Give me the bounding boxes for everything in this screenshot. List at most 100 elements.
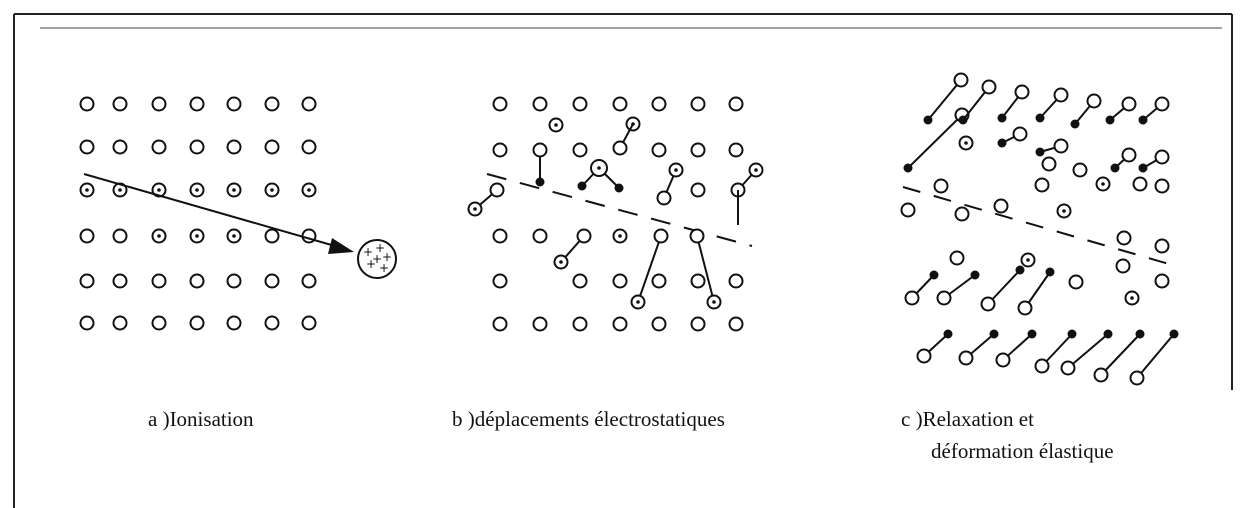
panel-c-caption-line2: déformation élastique (931, 439, 1114, 463)
atom (572, 273, 588, 289)
atom (226, 273, 242, 289)
atom (1154, 149, 1170, 165)
plus-charge: + (375, 241, 385, 255)
atom (532, 96, 548, 112)
panel-c-relaxation (900, 72, 1179, 386)
atom (1129, 370, 1145, 386)
atom (301, 315, 317, 331)
atom (576, 228, 592, 244)
atom (492, 96, 508, 112)
atom (954, 206, 970, 222)
displacement-bond (1136, 333, 1175, 379)
atom (264, 139, 280, 155)
atom (1053, 87, 1069, 103)
atom (1121, 96, 1137, 112)
panel-b-caption: b )déplacements électrostatiques (452, 407, 725, 431)
ion-track-arrow-shaft (83, 173, 336, 247)
ion-dot (1101, 182, 1105, 186)
atom (689, 228, 705, 244)
atom (151, 139, 167, 155)
atom (189, 139, 205, 155)
atom (980, 296, 996, 312)
filled-atom (535, 177, 545, 187)
atom (1132, 176, 1148, 192)
atom (1068, 274, 1084, 290)
ion-dot (118, 188, 122, 192)
displacement-bond (696, 235, 715, 303)
filled-atom (923, 115, 933, 125)
filled-atom (577, 181, 587, 191)
atom (690, 96, 706, 112)
filled-atom (997, 138, 1007, 148)
atom (151, 96, 167, 112)
atom (958, 350, 974, 366)
atom (112, 228, 128, 244)
atom (981, 79, 997, 95)
displacement-bond (1067, 333, 1109, 369)
ion-dot (232, 188, 236, 192)
atom (112, 96, 128, 112)
filled-atom (1035, 147, 1045, 157)
plus-charge: + (372, 252, 382, 266)
atom (690, 316, 706, 332)
ion-dot (85, 188, 89, 192)
filled-atom (997, 113, 1007, 123)
atom (112, 139, 128, 155)
filled-atom (929, 270, 939, 280)
filled-atom (1015, 265, 1025, 275)
atom (1116, 230, 1132, 246)
atom (301, 273, 317, 289)
atom (933, 178, 949, 194)
filled-atom (1067, 329, 1077, 339)
ion-cluster (357, 239, 397, 279)
atom (651, 96, 667, 112)
atom (264, 96, 280, 112)
filled-atom (1103, 329, 1113, 339)
atom (728, 142, 744, 158)
atom (532, 228, 548, 244)
filled-atom (970, 270, 980, 280)
ion-dot (554, 123, 558, 127)
filled-atom (1138, 115, 1148, 125)
displacement-bond (927, 79, 962, 121)
atom (264, 228, 280, 244)
ion-dot (195, 188, 199, 192)
displacement-bond (1100, 333, 1141, 376)
filled-atom (943, 329, 953, 339)
ion-dot (1130, 296, 1134, 300)
atom (1154, 238, 1170, 254)
atom (916, 348, 932, 364)
atom (264, 273, 280, 289)
atom (728, 96, 744, 112)
atom (79, 139, 95, 155)
atom (151, 315, 167, 331)
atom (532, 142, 548, 158)
atom (953, 72, 969, 88)
atom (651, 273, 667, 289)
cleavage-dashed-line (486, 173, 753, 247)
atom (690, 182, 706, 198)
atom (1017, 300, 1033, 316)
atom (1060, 360, 1076, 376)
atom (112, 315, 128, 331)
filled-atom (1045, 267, 1055, 277)
plus-charge: + (379, 261, 389, 275)
atom (1154, 273, 1170, 289)
atom (1034, 177, 1050, 193)
filled-atom (1027, 329, 1037, 339)
atom (612, 316, 628, 332)
atom (1086, 93, 1102, 109)
atom (1154, 178, 1170, 194)
panel-a-ionisation: ++++++ (79, 96, 397, 331)
atom (79, 315, 95, 331)
ion-dot (559, 260, 563, 264)
atom (79, 96, 95, 112)
panel-c-caption-line1: c )Relaxation et (901, 407, 1034, 431)
atom (656, 190, 672, 206)
atom (226, 315, 242, 331)
ion-dot (597, 166, 601, 170)
atom (651, 142, 667, 158)
atom (1053, 138, 1069, 154)
atom (79, 273, 95, 289)
